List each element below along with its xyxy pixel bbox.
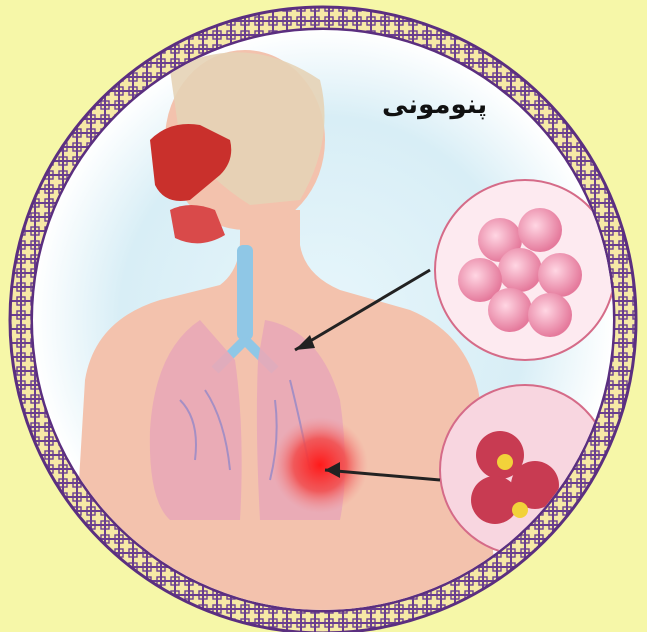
healthy-alveoli-inset	[435, 180, 615, 360]
infection-area	[272, 417, 368, 513]
title-text: پنومونی	[382, 90, 487, 120]
